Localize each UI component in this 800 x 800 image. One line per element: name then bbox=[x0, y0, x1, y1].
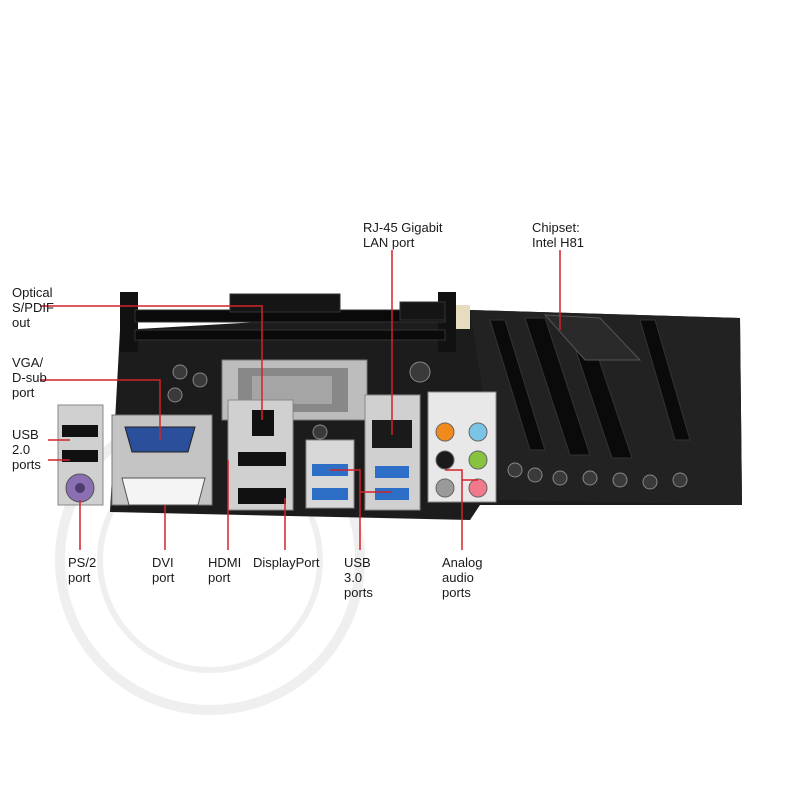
atx-power-connector bbox=[229, 293, 341, 313]
label-line: LAN port bbox=[363, 235, 415, 250]
label-line: S/PDIF bbox=[12, 300, 54, 315]
label-line: DisplayPort bbox=[253, 555, 320, 570]
label-line: Optical bbox=[12, 285, 53, 300]
label-line: Intel H81 bbox=[532, 235, 585, 250]
chipset-heatsink bbox=[543, 314, 642, 361]
label-line: ports bbox=[344, 585, 373, 600]
label-line: 2.0 bbox=[12, 442, 31, 457]
capacitors bbox=[167, 361, 688, 490]
label-chipset: Chipset:Intel H81 bbox=[532, 220, 584, 250]
label-line: 3.0 bbox=[344, 570, 363, 585]
label-line: audio bbox=[442, 570, 474, 585]
label-line: VGA/ bbox=[12, 355, 44, 370]
label-line: port bbox=[68, 570, 91, 585]
label-line: port bbox=[12, 385, 35, 400]
label-line: PS/2 bbox=[68, 555, 97, 570]
callout-lines bbox=[40, 250, 561, 550]
callout-vga bbox=[40, 379, 161, 440]
label-displayport: DisplayPort bbox=[253, 555, 319, 570]
io-panel bbox=[57, 391, 497, 511]
label-line: RJ-45 Gigabit bbox=[363, 220, 443, 235]
callout-audio bbox=[445, 469, 463, 550]
label-line: USB bbox=[344, 555, 371, 570]
callout-usb3 bbox=[330, 469, 361, 550]
label-line: ports bbox=[12, 457, 41, 472]
label-line: port bbox=[152, 570, 175, 585]
label-line: Chipset: bbox=[532, 220, 580, 235]
label-line: out bbox=[12, 315, 31, 330]
label-line: port bbox=[208, 570, 231, 585]
label-line: USB bbox=[12, 427, 39, 442]
label-line: Analog bbox=[442, 555, 483, 570]
label-line: D-sub bbox=[12, 370, 47, 385]
callout-optical bbox=[40, 305, 263, 420]
label-line: HDMI bbox=[208, 555, 242, 570]
label-line: DVI bbox=[152, 555, 174, 570]
label-line: ports bbox=[442, 585, 471, 600]
